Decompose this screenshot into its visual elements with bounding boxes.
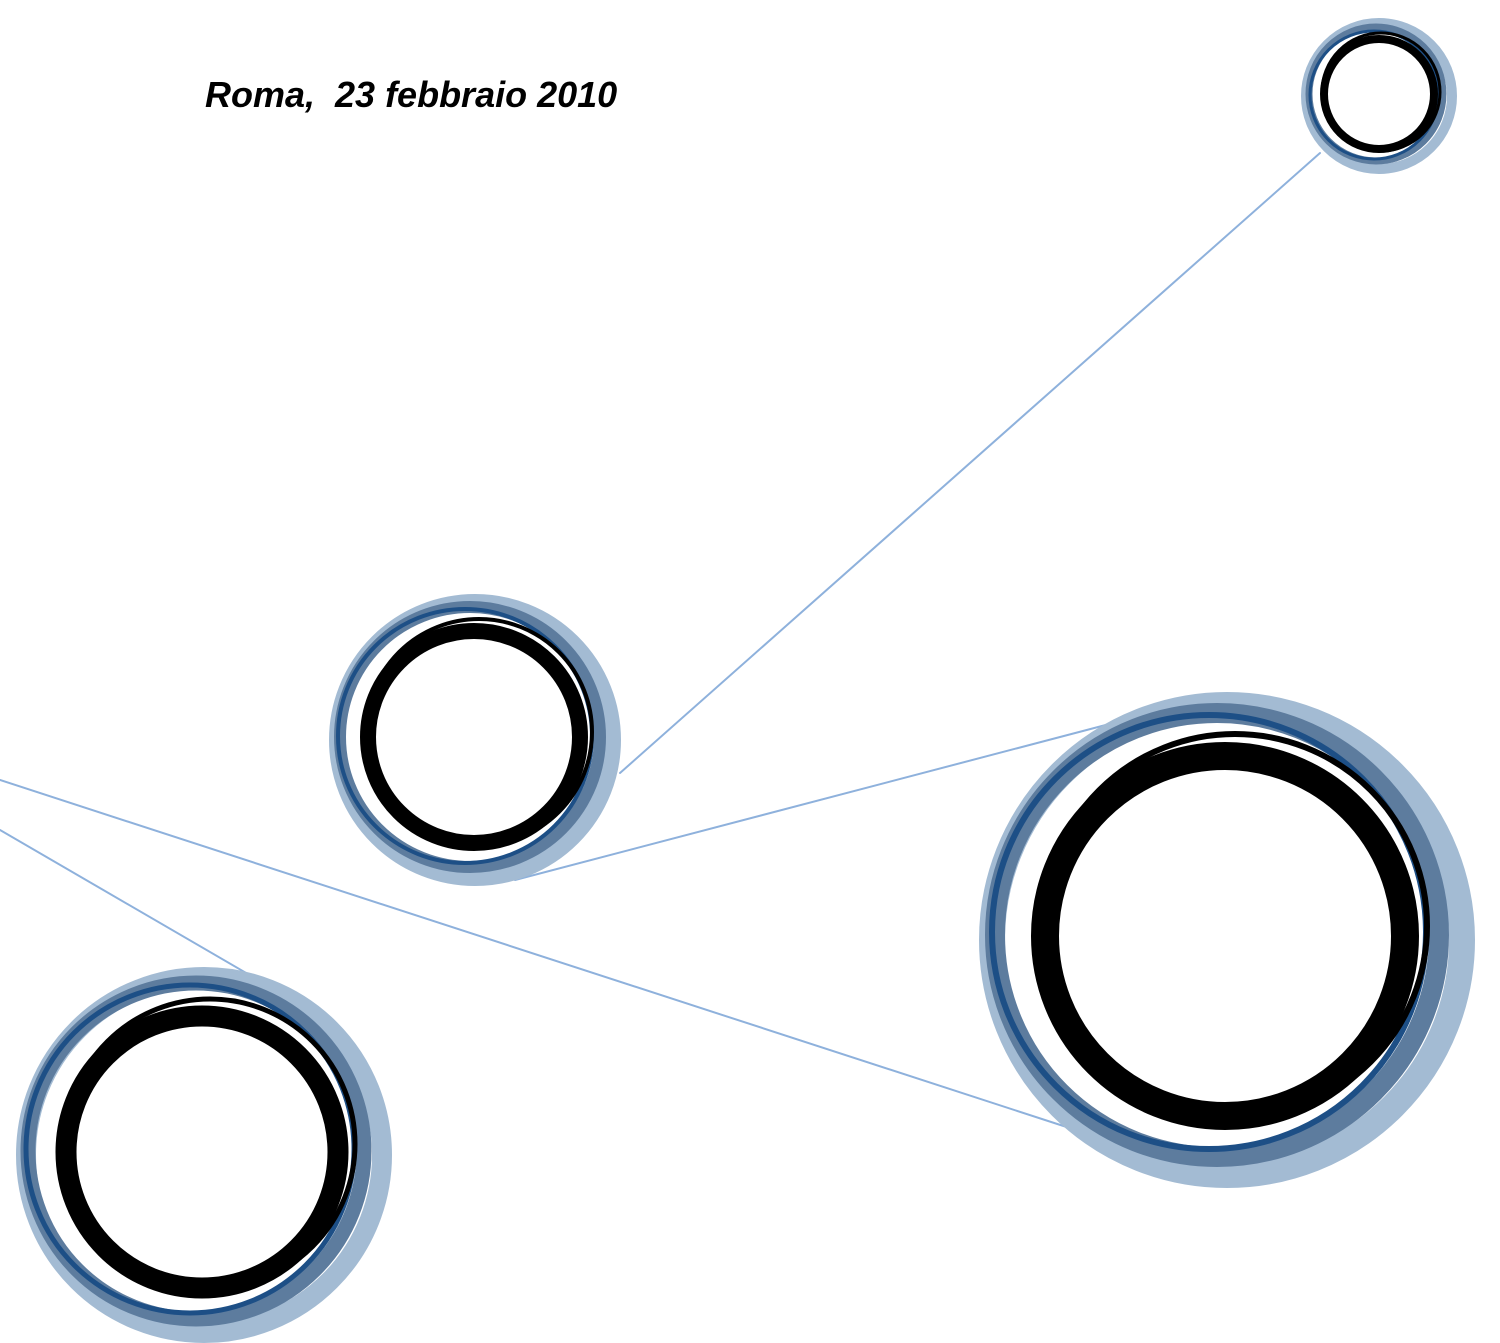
ring-bottom-left xyxy=(16,967,392,1343)
ring-large-right xyxy=(979,692,1475,1188)
connector-line xyxy=(0,829,273,989)
ring-middle xyxy=(329,594,621,886)
ring-small-top-right xyxy=(1301,18,1457,174)
connector-lines xyxy=(0,152,1321,1134)
date-line: Roma, 23 febbraio 2010 xyxy=(205,74,618,115)
connector-line xyxy=(0,779,1086,1134)
connector-line xyxy=(514,715,1141,881)
connector-line xyxy=(619,152,1321,774)
